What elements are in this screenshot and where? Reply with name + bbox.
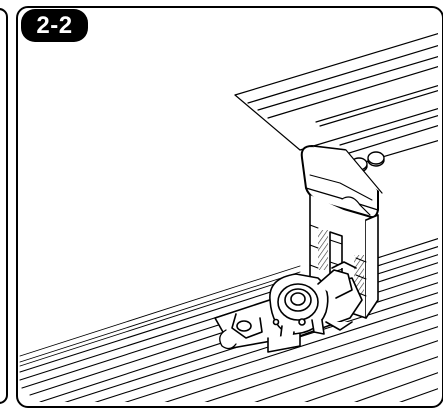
- rail-grooves: [19, 265, 301, 367]
- clip-mechanism: [214, 261, 363, 353]
- step-number-badge: 2-2: [21, 9, 88, 42]
